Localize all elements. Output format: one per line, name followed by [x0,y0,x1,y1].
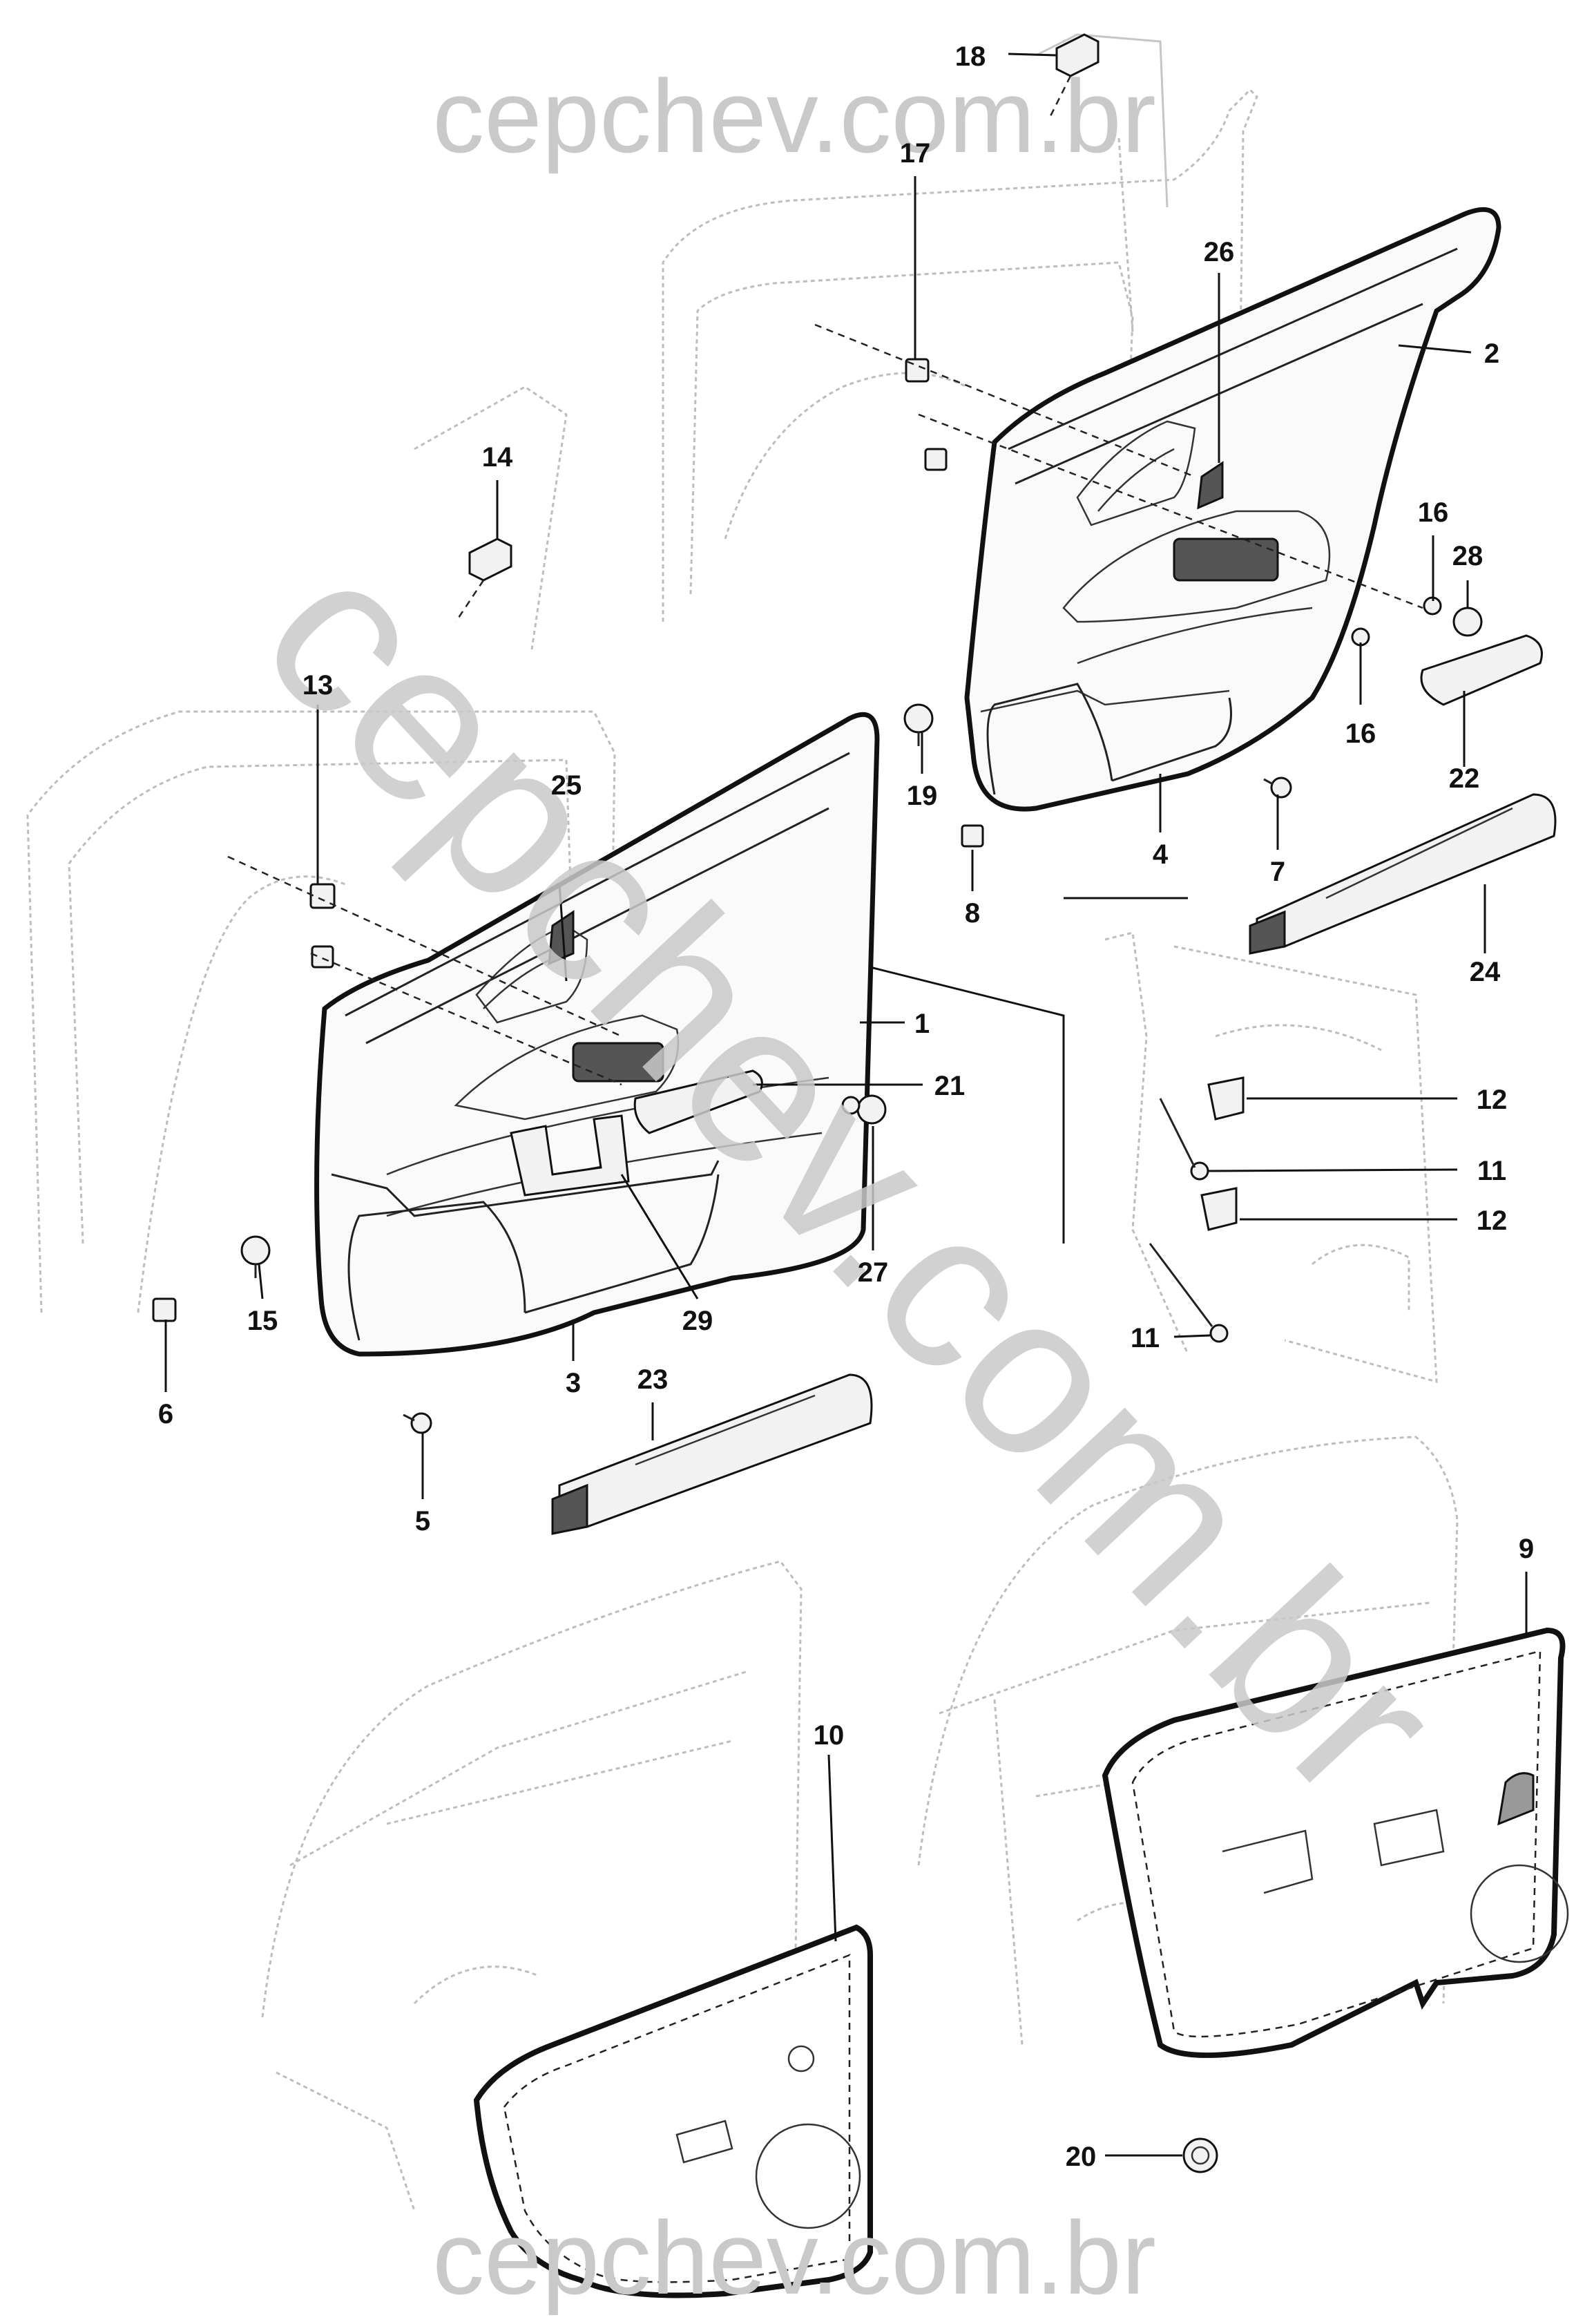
watermark-bottom: cepchev.com.br [432,2200,1156,2316]
callout-7: 7 [1270,857,1285,887]
callout-11a: 11 [1477,1156,1506,1186]
rear-armrest-cover [1420,634,1543,706]
callout-12b: 12 [1477,1206,1508,1236]
watermark-top: cepchev.com.br [432,58,1156,174]
cap-27 [841,1094,887,1125]
callout-26: 26 [1204,237,1235,267]
callout-1: 1 [914,1009,930,1039]
front-door-water-deflector [473,1924,873,2298]
front-door-trim-panel [314,712,880,1357]
cap-28 [1452,607,1483,637]
clip-13 [309,883,336,969]
screw-16 [1351,596,1442,647]
callout-17: 17 [900,138,931,169]
front-door-shell-lower [261,1560,803,2211]
callout-24: 24 [1470,957,1501,987]
rear-door-sill-moulding [1249,793,1557,955]
callout-27: 27 [858,1257,889,1288]
callout-8: 8 [965,898,980,928]
bracket-12 [1200,1076,1245,1231]
callout-22: 22 [1449,763,1480,794]
front-armrest-cover [633,1069,763,1134]
clip-18 [1055,33,1100,77]
clip-17 [905,358,948,471]
front-door-shell-upper [26,385,616,1313]
nut-8 [961,824,984,848]
callout-15: 15 [247,1306,278,1336]
callout-28: 28 [1452,541,1483,571]
front-door-sill-moulding [551,1373,873,1535]
rear-door-trim-panel [964,207,1501,812]
callout-10: 10 [814,1720,845,1751]
callout-11b: 11 [1131,1323,1160,1353]
screw-19 [903,703,934,746]
rear-door-shell-side-view [1104,931,1438,1383]
callout-21: 21 [934,1071,966,1101]
callout-29: 29 [682,1306,713,1336]
callout-16b: 16 [1345,718,1376,749]
callout-13: 13 [303,670,334,701]
rear-door-water-deflector [1102,1627,1569,2058]
callout-20: 20 [1066,2142,1097,2172]
callout-23: 23 [637,1364,669,1395]
callout-3: 3 [566,1368,581,1398]
callout-labels: 1 2 3 4 5 6 7 8 9 10 11 11 12 12 13 14 1… [158,41,1534,2172]
leader-lines [164,53,1528,2157]
nut-6 [152,1297,177,1322]
screw-15 [240,1235,271,1278]
callout-19: 19 [907,781,938,811]
assembly-guide-lines [227,75,1423,1086]
callout-14: 14 [482,442,513,473]
clip-14 [468,537,512,582]
screw-5 [403,1412,432,1434]
callout-5: 5 [415,1506,430,1536]
screw-7 [1263,777,1292,799]
callout-25: 25 [551,770,582,801]
grommet-20 [1182,2137,1218,2173]
screw-11 [1149,1098,1229,1343]
callout-18: 18 [955,41,986,72]
callout-16a: 16 [1418,497,1449,528]
callout-9: 9 [1519,1534,1534,1564]
callout-12a: 12 [1477,1085,1508,1115]
callout-4: 4 [1153,839,1169,870]
callout-6: 6 [158,1399,173,1429]
callout-2: 2 [1484,339,1499,369]
